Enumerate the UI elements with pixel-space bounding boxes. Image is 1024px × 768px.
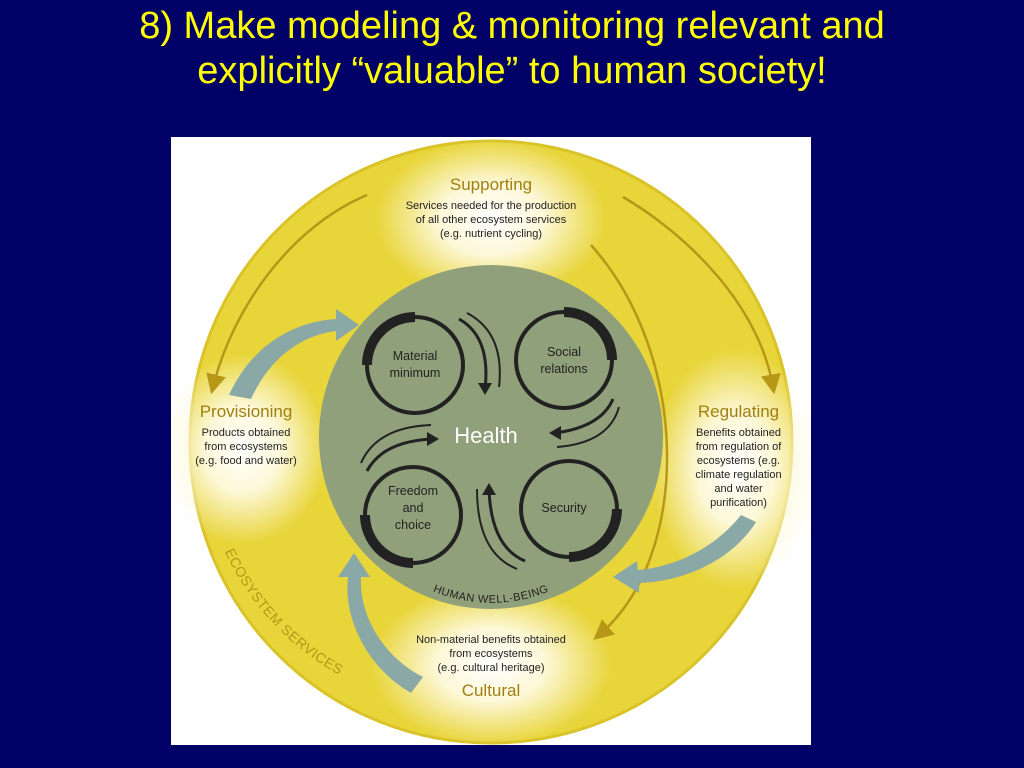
loop-arrow-right-head	[549, 426, 561, 440]
regulating-section: Regulating Benefits obtained from regula…	[676, 402, 801, 510]
loop-arrow-top	[458, 317, 488, 390]
cultural-section: Non-material benefits obtained from ecos…	[371, 633, 611, 701]
material-minimum-circle-accent	[362, 312, 416, 366]
loop-arrow-right-2	[556, 406, 620, 448]
supporting-title: Supporting	[449, 175, 533, 194]
regulating-line: and water	[714, 483, 763, 495]
social-relations-label: Social relations	[516, 344, 612, 378]
regulating-line: from regulation of	[695, 441, 782, 453]
supporting-section: Supporting Services needed for the produ…	[371, 175, 611, 241]
freedom-label-line: Freedom	[387, 484, 439, 498]
loop-arrow-top-head	[478, 383, 492, 395]
freedom-choice-label: Freedom and choice	[365, 483, 461, 534]
loop-arrow-bottom-head	[482, 483, 496, 495]
cultural-line: (e.g. cultural heritage)	[437, 662, 545, 674]
provisioning-line: from ecosystems	[204, 441, 288, 453]
regulating-line: ecosystems (e.g.	[696, 455, 781, 467]
material-minimum-label: Material minimum	[367, 348, 463, 382]
social-relations-circle-accent	[563, 307, 617, 361]
loop-arrow-right	[554, 398, 615, 435]
slide-title: 8) Make modeling & monitoring relevant a…	[0, 4, 1024, 94]
provisioning-section: Provisioning Products obtained from ecos…	[181, 402, 311, 468]
title-line-1: 8) Make modeling & monitoring relevant a…	[139, 5, 885, 47]
loop-arrow-left	[365, 437, 434, 472]
cultural-description: Non-material benefits obtained from ecos…	[371, 633, 611, 675]
material-label-line: Material	[392, 349, 438, 363]
arrow-regulating-to-wellbeing	[613, 515, 756, 593]
loop-arrow-bottom-2	[476, 488, 518, 570]
security-circle-accent	[568, 508, 622, 562]
loop-arrow-top-2	[466, 312, 501, 388]
freedom-choice-circle-accent	[360, 514, 414, 568]
security-label-line: Security	[541, 501, 587, 515]
cultural-line: from ecosystems	[449, 648, 533, 660]
loop-arrow-bottom	[487, 488, 526, 563]
cultural-title: Cultural	[461, 681, 521, 700]
arrow-supporting-to-regulating	[622, 195, 781, 395]
arrow-supporting-to-cultural	[590, 244, 669, 640]
social-label-line: Social	[546, 345, 582, 359]
diagram-graphics: HUMAN WELL-BEING ECOSYSTEM SERVICES	[171, 139, 811, 745]
provisioning-line: Products obtained	[201, 427, 291, 439]
arrow-provisioning-to-wellbeing	[229, 309, 359, 399]
regulating-title: Regulating	[697, 402, 780, 421]
cultural-glow	[371, 585, 611, 745]
security-label: Security	[516, 500, 612, 517]
supporting-glow	[376, 139, 606, 299]
supporting-description: Services needed for the production of al…	[371, 199, 611, 241]
supporting-line: (e.g. nutrient cycling)	[439, 228, 543, 240]
arrow-supporting-to-provisioning	[206, 193, 368, 395]
freedom-label-line: and	[402, 501, 424, 515]
supporting-line: of all other ecosystem services	[415, 214, 567, 226]
regulating-glow	[651, 349, 811, 589]
provisioning-line: (e.g. food and water)	[195, 455, 297, 467]
provisioning-title: Provisioning	[199, 402, 293, 421]
material-label-line: minimum	[389, 366, 441, 380]
arrow-cultural-to-wellbeing	[338, 553, 423, 693]
loop-arrow-left-head	[427, 432, 439, 446]
provisioning-description: Products obtained from ecosystems (e.g. …	[181, 426, 311, 468]
health-label: Health	[454, 423, 518, 448]
ecosystem-services-diagram: HUMAN WELL-BEING ECOSYSTEM SERVICES Supp…	[171, 137, 811, 745]
social-label-line: relations	[540, 362, 588, 376]
freedom-label-line: choice	[394, 518, 432, 532]
regulating-line: purification)	[710, 497, 767, 509]
provisioning-glow	[171, 354, 328, 544]
regulating-description: Benefits obtained from regulation of eco…	[676, 426, 801, 510]
regulating-line: climate regulation	[695, 469, 782, 481]
supporting-line: Services needed for the production	[405, 200, 577, 212]
title-line-2: explicitly “valuable” to human society!	[197, 50, 827, 92]
regulating-line: Benefits obtained	[695, 427, 781, 439]
loop-arrow-left-2	[360, 424, 432, 464]
cultural-line: Non-material benefits obtained	[416, 634, 566, 646]
